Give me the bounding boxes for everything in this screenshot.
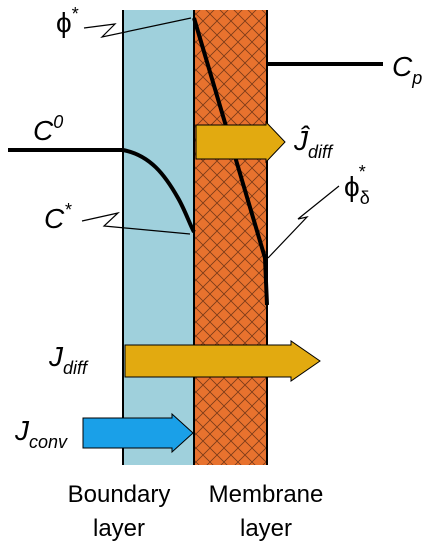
membrane-concentration-line [192,17,269,306]
phi-star-label: ϕ* [56,4,79,38]
j-hat-diff-label: Ĵdiff [293,125,334,162]
c-p-label: Cp [392,51,422,88]
j-conv-label: Jconv [14,415,68,452]
membrane-hatch [194,10,267,465]
c-star-pointer [81,211,191,235]
boundary-concentration-curve [122,148,196,233]
j-conv-arrow [82,412,194,454]
boundary-layer-label-line2: layer [93,515,145,542]
j-diff-arrow [124,340,321,382]
j-hat-diff-arrow [195,120,286,164]
phi-star-pointer [83,17,192,39]
boundary-layer-label-line1: Boundary [68,481,171,508]
phi-delta-star-pointer [267,185,340,259]
j-diff-label: Jdiff [48,341,89,378]
phi-delta-star-label: ϕδ* [344,162,370,208]
membrane-layer-label-line1: Membrane [209,481,324,508]
c-star-label: C* [44,200,72,234]
membrane-layer-label-line2: layer [240,515,292,542]
c0-label: C0 [33,112,63,146]
boundary-layer [123,10,194,465]
